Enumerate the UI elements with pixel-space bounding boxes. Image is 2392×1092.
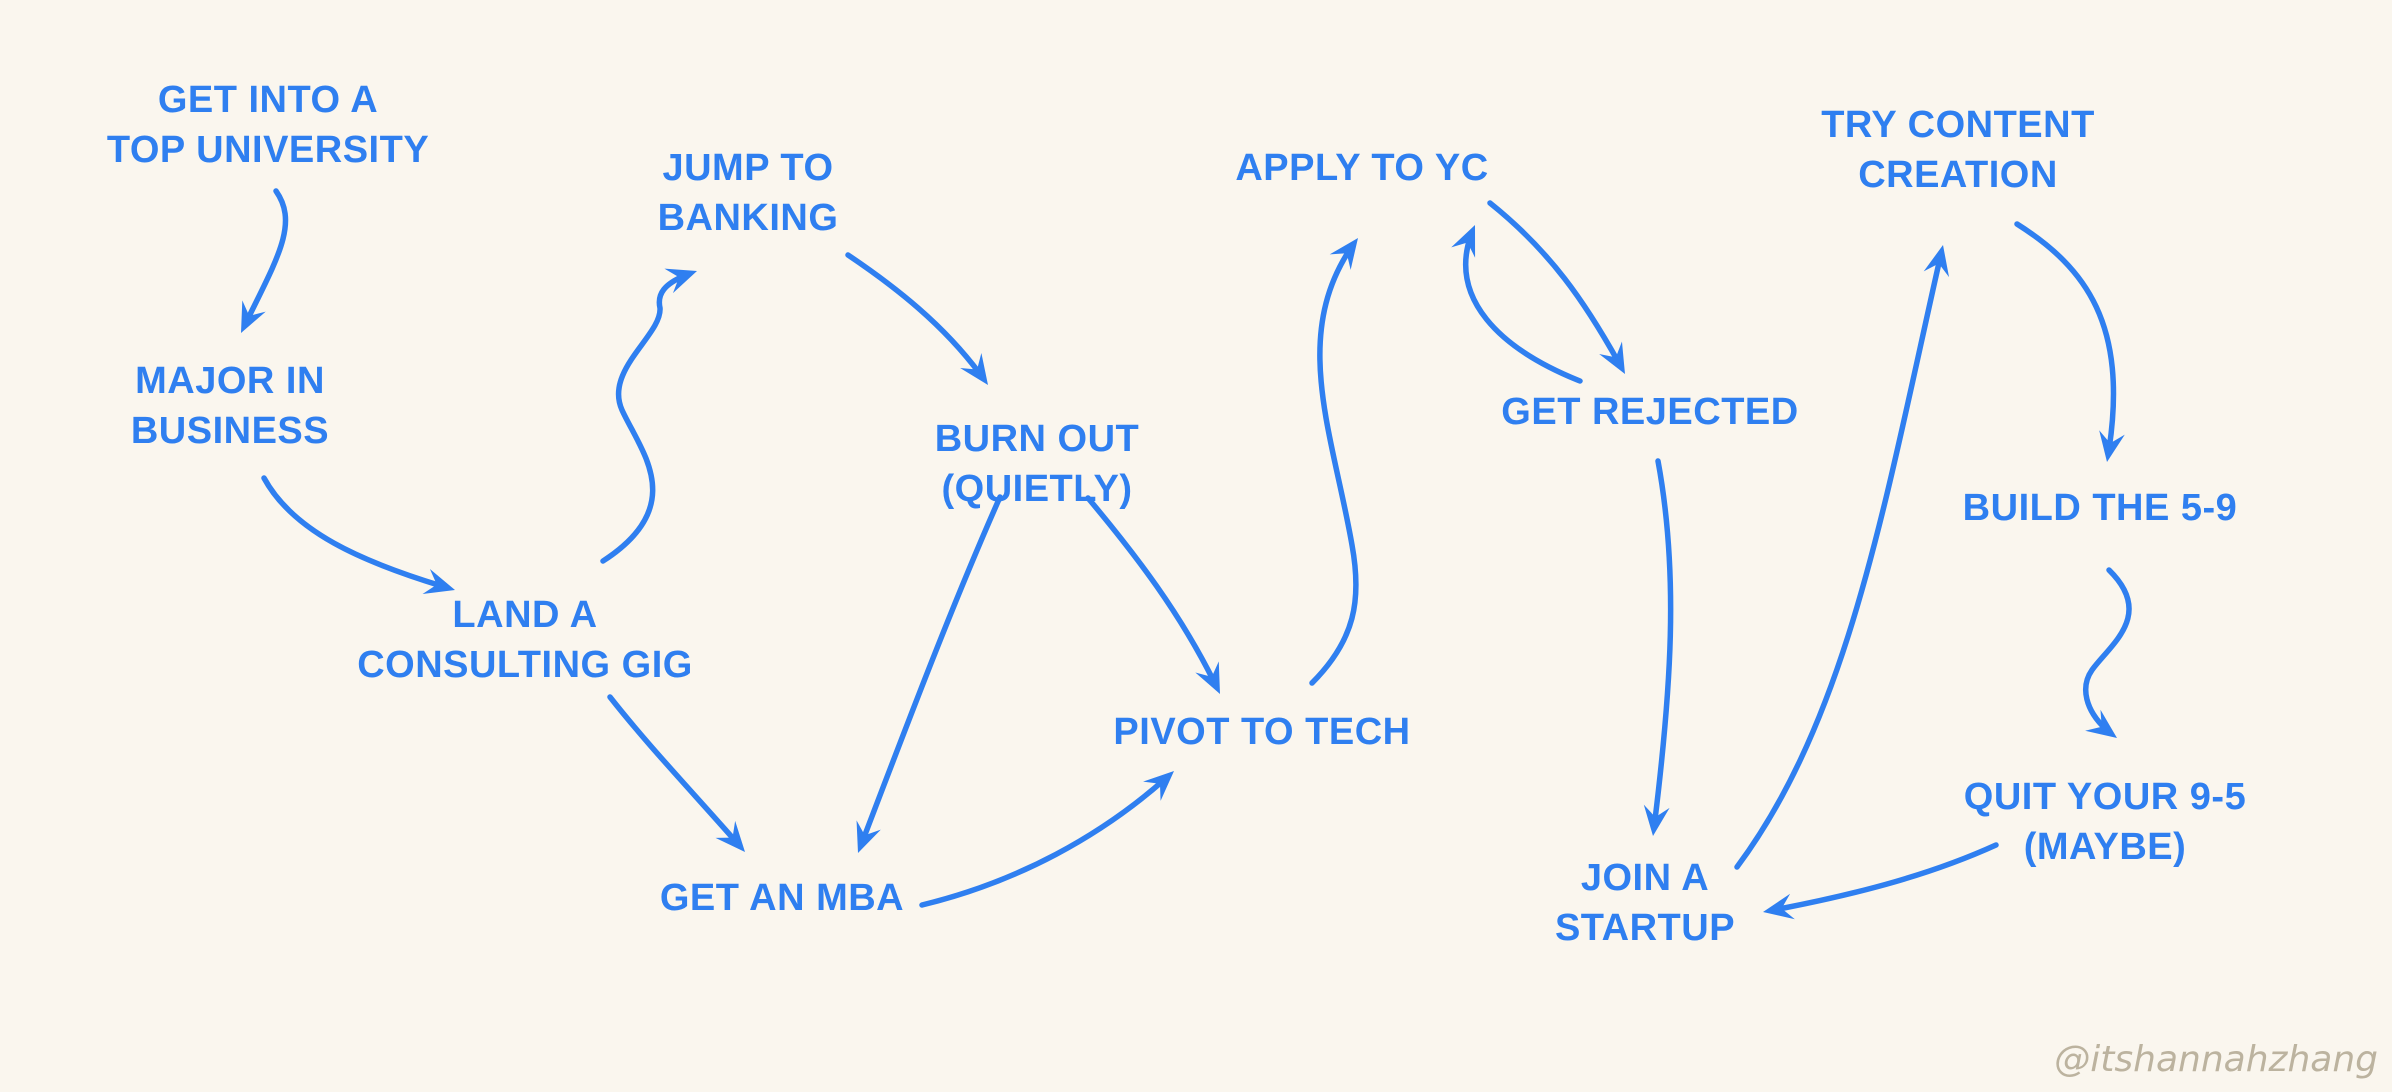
arrowhead-icon — [2085, 709, 2117, 738]
node-label-line: GET REJECTED — [1501, 391, 1799, 433]
arrow-line — [2014, 221, 2117, 465]
arrow-burnout-to-mba — [855, 494, 1003, 856]
node-consulting: LAND A CONSULTING GIG — [357, 590, 693, 690]
arrowhead-icon — [960, 352, 988, 385]
node-banking: JUMP TO BANKING — [658, 143, 839, 243]
node-label-line: GET AN MBA — [659, 877, 905, 919]
arrow-business-to-consulting — [261, 475, 458, 594]
arrow-quit-to-startup — [1760, 842, 1999, 920]
node-label-line: BURN OUT — [934, 418, 1140, 460]
node-startup: JOIN A STARTUP — [1555, 853, 1735, 953]
node-label-line: CREATION — [1858, 154, 2058, 196]
arrow-line — [261, 475, 458, 593]
arrowhead-icon — [1329, 238, 1358, 270]
node-label-line: (MAYBE) — [2023, 826, 2187, 868]
arrowhead-icon — [715, 820, 745, 852]
arrow-line — [1085, 495, 1223, 697]
arrowhead-icon — [1195, 661, 1220, 694]
node-label-line: CONSULTING GIG — [357, 644, 693, 686]
arrow-line — [1309, 235, 1361, 686]
node-label-line: APPLY TO YC — [1235, 147, 1489, 189]
node-content: TRY CONTENT CREATION — [1821, 100, 2095, 200]
arrow-line — [238, 188, 289, 336]
arrow-startup-to-content — [1734, 242, 1950, 870]
arrowhead-icon — [1143, 771, 1174, 801]
arrow-consulting-to-banking — [600, 268, 700, 564]
arrow-fivenine-to-quit — [2083, 567, 2132, 741]
node-label-line: TRY CONTENT — [1821, 104, 2095, 146]
arrow-yc-to-rejected — [1487, 200, 1628, 377]
arrow-line — [1487, 200, 1628, 377]
watermark: @itshannahzhang — [2054, 1039, 2378, 1080]
node-label-line: PIVOT TO TECH — [1113, 711, 1411, 753]
arrowhead-icon — [1923, 245, 1950, 278]
node-label-line: LAND A — [452, 594, 598, 636]
node-label-line: (QUIETLY) — [941, 468, 1133, 510]
arrow-mba-to-tech — [919, 768, 1177, 908]
node-fivenine: BUILD THE 5-9 — [1963, 483, 2238, 533]
arrow-line — [607, 694, 748, 855]
node-label-line: BUILD THE 5-9 — [1962, 487, 2238, 529]
arrow-line — [2083, 567, 2132, 741]
node-quit: QUIT YOUR 9-5 (MAYBE) — [1964, 772, 2246, 872]
arrowhead-icon — [664, 268, 697, 294]
arrow-rejected-to-yc — [1451, 222, 1583, 384]
arrowhead-icon — [1763, 893, 1795, 920]
arrow-line — [1760, 842, 1999, 915]
arrow-line — [1463, 222, 1583, 384]
arrow-banking-to-burnout — [845, 252, 991, 388]
node-label-line: MAJOR IN — [135, 360, 325, 402]
arrowhead-icon — [1643, 804, 1670, 836]
node-label-line: JUMP TO — [662, 147, 834, 189]
arrowhead-icon — [856, 820, 881, 853]
arrow-content-to-fivenine — [2014, 221, 2125, 465]
arrow-burnout-to-tech — [1085, 495, 1223, 697]
arrowhead-icon — [1451, 225, 1476, 258]
arrow-line — [845, 252, 991, 388]
node-yc: APPLY TO YC — [1235, 143, 1488, 193]
arrow-line — [1650, 458, 1674, 839]
node-university: GET INTO A TOP UNIVERSITY — [107, 75, 429, 175]
node-rejected: GET REJECTED — [1501, 387, 1798, 437]
node-label-line: JOIN A — [1580, 857, 1710, 899]
arrow-rejected-to-startup — [1643, 458, 1674, 839]
node-mba: GET AN MBA — [660, 873, 904, 923]
arrow-university-to-business — [238, 188, 289, 336]
arrow-line — [600, 268, 700, 564]
node-label-line: GET INTO A — [157, 79, 379, 121]
arrowhead-icon — [241, 300, 266, 333]
arrow-consulting-to-mba — [607, 694, 748, 855]
arrow-line — [1734, 242, 1946, 870]
arrowhead-icon — [2099, 430, 2125, 462]
arrowhead-icon — [422, 569, 455, 594]
node-label-line: BUSINESS — [130, 410, 330, 452]
arrow-tech-to-yc — [1309, 235, 1361, 686]
arrow-line — [919, 768, 1177, 908]
node-burnout: BURN OUT (QUIETLY) — [935, 414, 1140, 514]
node-label-line: STARTUP — [1554, 907, 1736, 949]
node-label-line: QUIT YOUR 9-5 — [1963, 776, 2247, 818]
arrowhead-icon — [1599, 341, 1625, 374]
node-tech: PIVOT TO TECH — [1113, 707, 1410, 757]
arrow-line — [855, 494, 1003, 856]
node-label-line: TOP UNIVERSITY — [106, 129, 430, 171]
node-label-line: BANKING — [657, 197, 839, 239]
node-business: MAJOR IN BUSINESS — [131, 356, 329, 456]
